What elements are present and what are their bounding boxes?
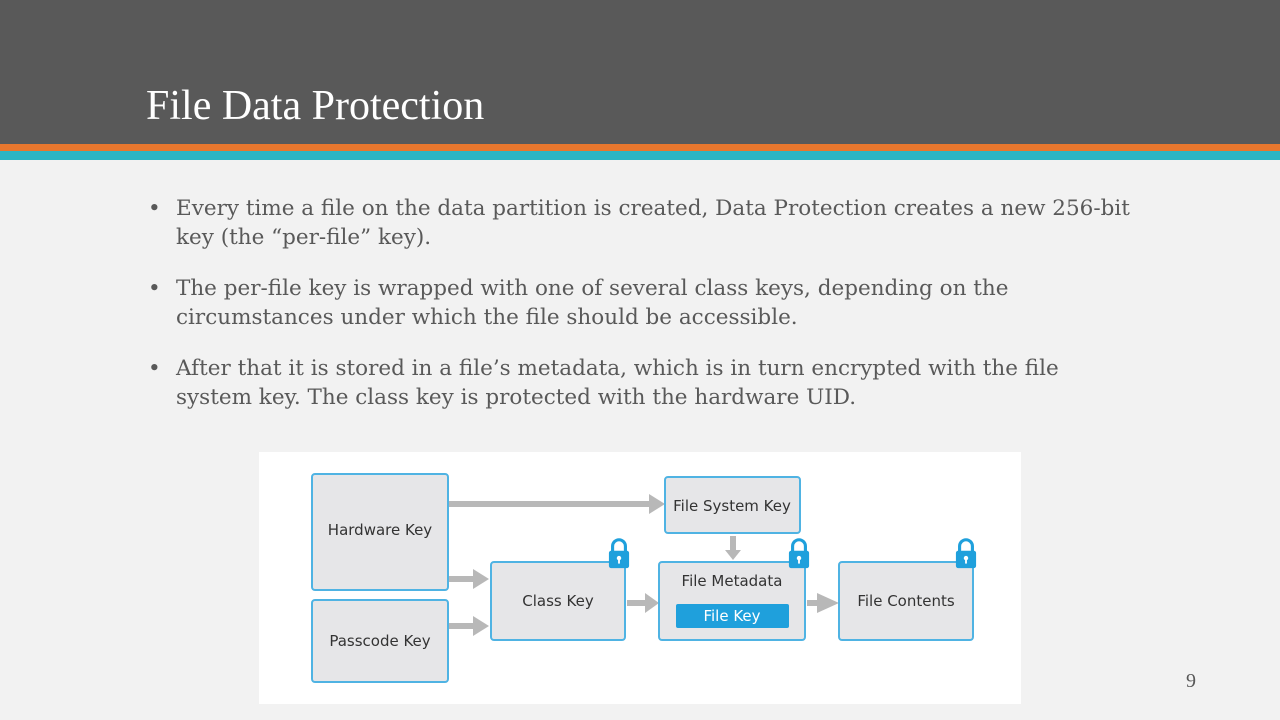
bullet-item: • Every time a file on the data partition… [148,194,1138,252]
arrow-icon [807,593,839,613]
arrow-icon [725,536,741,560]
lock-icon [955,538,977,570]
bullet-dot: • [148,276,161,301]
hardware-key-box: Hardware Key [311,473,449,591]
file-system-key-label: File System Key [673,497,791,515]
bullet-dot: • [148,356,161,381]
diagram-canvas: Hardware Key Passcode Key File System Ke… [311,473,977,683]
lock-icon [788,538,810,570]
lock-icon [608,538,630,570]
passcode-key-box: Passcode Key [311,599,449,683]
arrow-icon [449,569,489,589]
hardware-key-label: Hardware Key [328,521,433,539]
file-contents-box: File Contents [838,561,974,641]
file-metadata-label: File Metadata [682,572,783,590]
file-key-label: File Key [703,607,760,625]
file-metadata-box: File Metadata File Key [658,561,806,641]
file-system-key-box: File System Key [664,476,801,534]
key-hierarchy-diagram: Hardware Key Passcode Key File System Ke… [259,452,1021,704]
arrow-icon [449,616,489,636]
bullet-text: After that it is stored in a file’s meta… [176,356,1059,410]
bullet-item: • The per-file key is wrapped with one of… [148,274,1138,332]
slide-header: File Data Protection [0,0,1280,144]
slide-title: File Data Protection [146,83,485,129]
passcode-key-label: Passcode Key [329,632,430,650]
page-number: 9 [1186,670,1196,692]
arrow-icon [449,494,665,514]
accent-stripe-teal [0,151,1280,160]
file-key-box [676,604,789,628]
bullet-list: • Every time a file on the data partition… [148,194,1138,434]
bullet-dot: • [148,196,161,221]
bullet-text: Every time a file on the data partition … [176,196,1130,250]
file-contents-label: File Contents [857,592,955,610]
bullet-text: The per-file key is wrapped with one of … [176,276,1009,330]
accent-stripe-orange [0,144,1280,151]
class-key-label: Class Key [522,592,594,610]
bullet-item: • After that it is stored in a file’s met… [148,354,1138,412]
arrow-icon [627,593,659,613]
class-key-box: Class Key [490,561,626,641]
